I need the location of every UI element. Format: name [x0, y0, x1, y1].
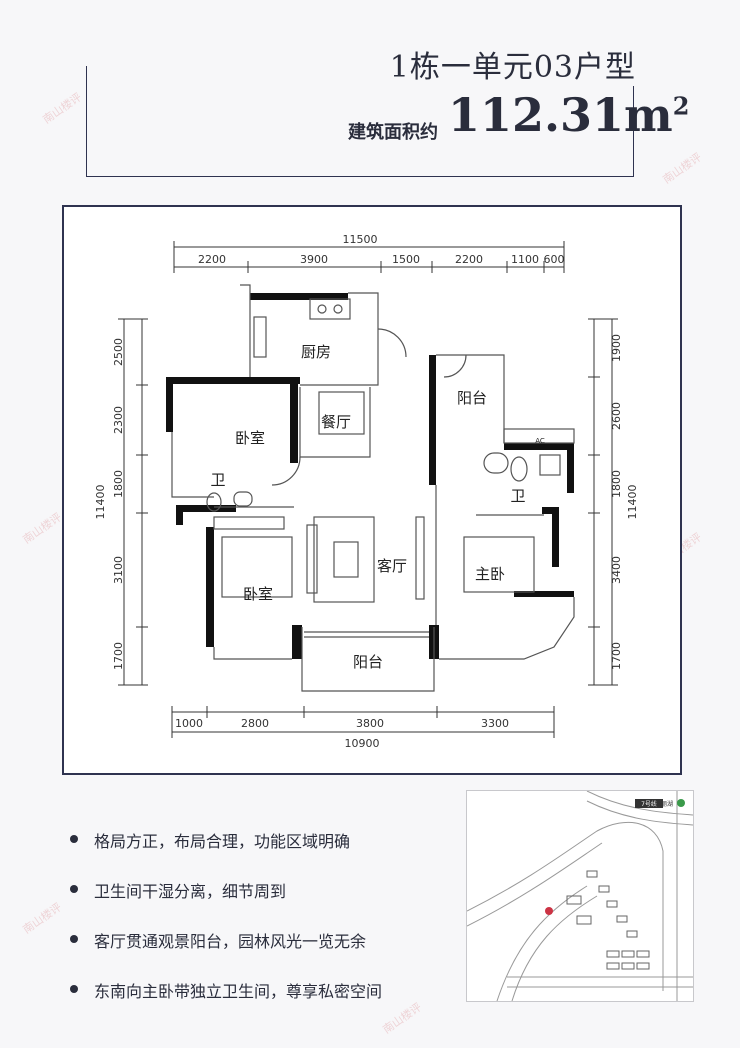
station-label: 西丽湖	[655, 800, 673, 808]
room-bedroom-2: 卧室	[243, 585, 273, 603]
bullet-icon	[70, 935, 78, 943]
dim-top-3: 2200	[455, 253, 483, 266]
bullet-icon	[70, 885, 78, 893]
area-label: 建筑面积约	[348, 122, 438, 143]
location-marker	[545, 907, 553, 915]
room-bath-1: 卫	[210, 471, 225, 489]
unit-title: 1栋一单元03户型	[381, 42, 644, 86]
dim-right-total: 11400	[626, 485, 639, 520]
dim-bottom-3: 3300	[481, 717, 509, 730]
ac-unit-label: AC	[535, 437, 545, 445]
dim-left-4: 1700	[112, 642, 125, 670]
feature-item: 卫生间干湿分离，细节周到	[70, 878, 382, 928]
dim-top-4: 1100	[511, 253, 539, 266]
dim-left-2: 1800	[112, 470, 125, 498]
title-frame	[86, 66, 634, 177]
dim-top-total: 11500	[343, 233, 378, 246]
dim-left-0: 2500	[112, 338, 125, 366]
feature-item: 格局方正，布局合理，功能区域明确	[70, 828, 382, 878]
watermark: 南山楼评	[20, 900, 65, 937]
watermark: 南山楼评	[380, 1000, 425, 1037]
location-map: 7号线 西丽湖	[466, 790, 694, 1002]
dim-bottom-total: 10900	[345, 737, 380, 750]
dim-bottom-2: 3800	[356, 717, 384, 730]
dim-right-1: 2600	[610, 402, 623, 430]
room-dining: 餐厅	[321, 413, 351, 431]
feature-item: 东南向主卧带独立卫生间，尊享私密空间	[70, 978, 382, 1028]
room-bath-2: 卫	[510, 487, 525, 505]
room-master-bedroom: 主卧	[475, 565, 505, 583]
watermark: 南山楼评	[40, 90, 85, 127]
dim-top-5: 600	[544, 253, 565, 266]
feature-list: 格局方正，布局合理，功能区域明确 卫生间干湿分离，细节周到 客厅贯通观景阳台，园…	[70, 828, 382, 1028]
bullet-icon	[70, 835, 78, 843]
dim-bottom-0: 1000	[175, 717, 203, 730]
room-balcony-bottom: 阳台	[353, 653, 383, 671]
dim-right-2: 1800	[610, 470, 623, 498]
room-living: 客厅	[377, 557, 407, 575]
dim-left-3: 3100	[112, 556, 125, 584]
watermark: 南山楼评	[20, 510, 65, 547]
metro-label: 7号线	[641, 800, 657, 808]
dim-right-3: 3400	[610, 556, 623, 584]
dim-top-0: 2200	[198, 253, 226, 266]
watermark: 南山楼评	[660, 150, 705, 187]
dim-right-0: 1900	[610, 334, 623, 362]
site-map: 7号线 西丽湖	[467, 791, 693, 1001]
bullet-icon	[70, 985, 78, 993]
dim-left-1: 2300	[112, 406, 125, 434]
floor-plan: 厨房 餐厅 卧室 卫 卧室 客厅 阳台 卫 主卧 阳台 AC 11500 220…	[94, 233, 639, 750]
room-balcony-top: 阳台	[457, 389, 487, 407]
dim-left-total: 11400	[94, 485, 107, 520]
room-kitchen: 厨房	[301, 343, 331, 361]
dim-bottom-1: 2800	[241, 717, 269, 730]
dim-top-1: 3900	[300, 253, 328, 266]
dim-right-4: 1700	[610, 642, 623, 670]
floor-plan-frame: 厨房 餐厅 卧室 卫 卧室 客厅 阳台 卫 主卧 阳台 AC 11500 220…	[62, 205, 682, 775]
area-value: 112.31m2	[448, 88, 690, 142]
feature-item: 客厅贯通观景阳台，园林风光一览无余	[70, 928, 382, 978]
dim-top-2: 1500	[392, 253, 420, 266]
room-bedroom-1: 卧室	[235, 429, 265, 447]
